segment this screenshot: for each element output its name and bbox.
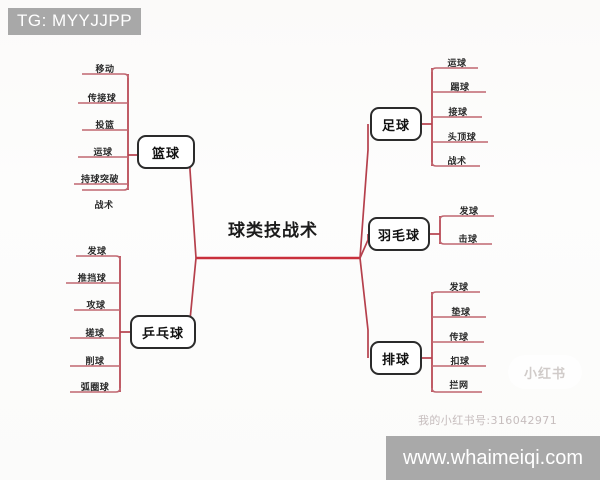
branch-node-basketball[interactable]: 篮球 [137,135,195,169]
branch-node-tabletennis[interactable]: 乒乓球 [130,315,196,349]
xiaohongshu-id-watermark: 我的小红书号:316042971 [418,414,558,427]
leaf-label[interactable]: 踢球 [450,83,470,93]
leaf-label[interactable]: 移动 [95,65,115,75]
branch-line-basketball [189,155,197,259]
site-watermark: www.whaimeiqi.com [386,436,600,480]
leaf-label[interactable]: 弧圈球 [80,383,110,393]
leaf-label[interactable]: 运球 [447,59,467,69]
branch-node-football[interactable]: 足球 [370,107,422,141]
leaf-label[interactable]: 传球 [449,333,469,343]
leaf-label[interactable]: 推挡球 [77,274,107,284]
leaf-line [82,185,129,191]
branch-node-volleyball[interactable]: 排球 [370,341,422,375]
leaf-label[interactable]: 持球突破 [80,175,120,185]
leaf-label[interactable]: 发球 [459,207,479,217]
branch-line-badminton [359,234,369,259]
leaf-label[interactable]: 击球 [458,235,478,245]
leaf-label[interactable]: 投篮 [95,121,115,131]
branch-node-badminton[interactable]: 羽毛球 [368,217,430,251]
leaf-label[interactable]: 接球 [448,108,468,118]
leaf-label[interactable]: 削球 [85,357,105,367]
leaf-label[interactable]: 搓球 [85,329,105,339]
telegram-watermark-tag: TG: MYYJJPP [8,8,142,35]
branch-line-football [359,124,369,259]
leaf-label[interactable]: 拦网 [449,381,469,391]
xiaohongshu-logo: 小红书 [508,355,582,389]
branch-line-volleyball [359,257,369,358]
root-node[interactable]: 球类技战术 [228,221,318,241]
leaf-label[interactable]: 头顶球 [447,133,477,143]
leaf-label[interactable]: 传接球 [87,94,117,104]
leaf-label[interactable]: 战术 [447,157,467,167]
leaf-label[interactable]: 发球 [87,247,107,257]
leaf-label[interactable]: 垫球 [451,308,471,318]
leaf-label[interactable]: 发球 [449,283,469,293]
leaf-label[interactable]: 扣球 [450,357,470,367]
leaf-label[interactable]: 运球 [93,148,113,158]
leaf-label[interactable]: 攻球 [86,301,106,311]
leaf-label[interactable]: 战术 [94,201,114,211]
